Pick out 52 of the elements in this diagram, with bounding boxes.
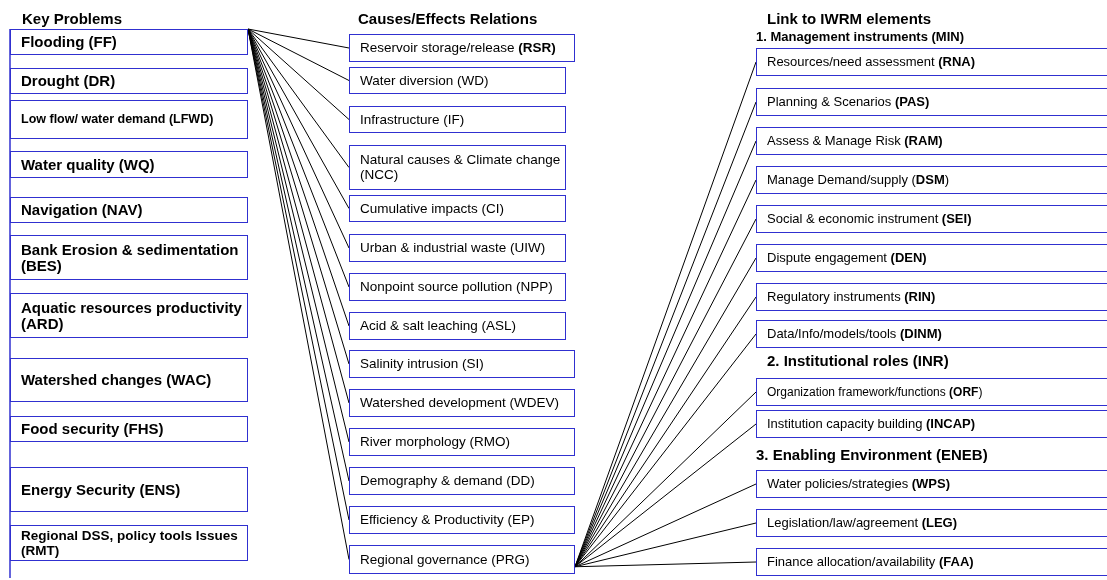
column-heading: Key Problems xyxy=(22,10,123,27)
text-box: Assess & Manage Risk (RAM) xyxy=(756,127,1107,155)
connector-line xyxy=(574,423,757,568)
text-box: Low flow/ water demand (LFWD) xyxy=(10,100,248,139)
text-box: Finance allocation/availability (FAA) xyxy=(756,548,1107,576)
text-box: Regional DSS, policy tools Issues (RMT) xyxy=(10,525,248,561)
section-heading: 1. Management instruments (MIN) xyxy=(756,29,965,44)
text-box: Resources/need assessment (RNA) xyxy=(756,48,1107,76)
text-box: Water quality (WQ) xyxy=(10,151,248,178)
section-heading: 3. Enabling Environment (ENEB) xyxy=(756,446,988,463)
text-box: Manage Demand/supply (DSM) xyxy=(756,166,1107,194)
text-box: Flooding (FF) xyxy=(10,29,248,55)
connector-line xyxy=(574,561,757,568)
text-box: Regulatory instruments (RIN) xyxy=(756,283,1107,311)
text-box: Infrastructure (IF) xyxy=(349,106,566,133)
text-box: Energy Security (ENS) xyxy=(10,467,248,512)
text-box: Data/Info/models/tools (DINM) xyxy=(756,320,1107,348)
text-box: Water diversion (WD) xyxy=(349,67,566,94)
text-box: Urban & industrial waste (UIW) xyxy=(349,234,566,262)
text-box: Bank Erosion & sedimentation (BES) xyxy=(10,235,248,280)
connector-line xyxy=(574,522,757,568)
connector-line xyxy=(247,28,350,120)
text-box: Demography & demand (DD) xyxy=(349,467,575,495)
text-box: River morphology (RMO) xyxy=(349,428,575,456)
text-box: Drought (DR) xyxy=(10,68,248,94)
text-box: Cumulative impacts (CI) xyxy=(349,195,566,222)
section-heading: 2. Institutional roles (INR) xyxy=(767,352,949,369)
text-box: Organization framework/functions (ORF) xyxy=(756,378,1107,406)
connector-line xyxy=(247,28,350,49)
text-box: Navigation (NAV) xyxy=(10,197,248,223)
text-box: Reservoir storage/release (RSR) xyxy=(349,34,575,62)
text-box: Food security (FHS) xyxy=(10,416,248,442)
text-box: Water policies/strategies (WPS) xyxy=(756,470,1107,498)
text-box: Efficiency & Productivity (EP) xyxy=(349,506,575,534)
text-box: Acid & salt leaching (ASL) xyxy=(349,312,566,340)
text-box: Planning & Scenarios (PAS) xyxy=(756,88,1107,116)
column-heading: Causes/Effects Relations xyxy=(358,10,538,27)
connector-line xyxy=(247,28,350,168)
text-box: Aquatic resources productivity (ARD) xyxy=(10,293,248,338)
text-box: Salinity intrusion (SI) xyxy=(349,350,575,378)
column-heading: Link to IWRM elements xyxy=(767,10,932,27)
text-box: Watershed development (WDEV) xyxy=(349,389,575,417)
text-box: Watershed changes (WAC) xyxy=(10,358,248,402)
text-box: Legislation/law/agreement (LEG) xyxy=(756,509,1107,537)
text-box: Regional governance (PRG) xyxy=(349,545,575,574)
text-box: Natural causes & Climate change (NCC) xyxy=(349,145,566,190)
connector-line xyxy=(574,483,757,568)
text-box: Nonpoint source pollution (NPP) xyxy=(349,273,566,301)
text-box: Social & economic instrument (SEI) xyxy=(756,205,1107,233)
connector-line xyxy=(574,391,757,568)
text-box: Institution capacity building (INCAP) xyxy=(756,410,1107,438)
text-box: Dispute engagement (DEN) xyxy=(756,244,1107,272)
